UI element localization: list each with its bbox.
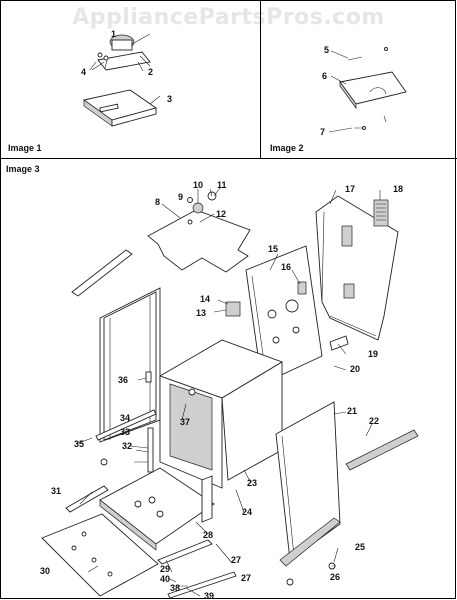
- callout-1: 1: [111, 29, 116, 39]
- bottom-rail-strip: [95, 409, 157, 441]
- callout-4: 4: [81, 67, 86, 77]
- callout-10: 10: [193, 180, 203, 190]
- callout-25: 25: [355, 542, 365, 552]
- callout-37: 37: [180, 417, 190, 427]
- image1-valve-assembly: [91, 33, 151, 71]
- top-rail-strip: [71, 249, 133, 297]
- callout-28: 28: [203, 530, 213, 540]
- leveling-foot: [286, 578, 294, 586]
- callout-27b: 27: [241, 573, 251, 583]
- left-side-panel: [99, 287, 161, 443]
- base-rail-left: [65, 485, 109, 513]
- callout-27a: 27: [231, 555, 241, 565]
- callout-26: 26: [330, 572, 340, 582]
- callout-35: 35: [74, 439, 84, 449]
- callout-17: 17: [345, 184, 355, 194]
- image2-label: Image 2: [270, 143, 304, 153]
- rear-cover-panel: [315, 195, 399, 341]
- image3-label: Image 3: [6, 164, 40, 174]
- base-plate: [41, 513, 159, 597]
- callout-19: 19: [368, 349, 378, 359]
- base-rail-front: [157, 539, 213, 565]
- leveling-rail: [279, 517, 341, 567]
- image1-leader-lines: [89, 59, 161, 105]
- right-side-panel: [275, 401, 341, 561]
- vent-grille: [373, 199, 389, 227]
- oven-bottom-pan: [99, 467, 215, 551]
- oven-front-frame: [158, 339, 284, 489]
- kick-plate-strip: [167, 571, 237, 599]
- callout-2: 2: [148, 67, 153, 77]
- rear-panel: [225, 245, 323, 385]
- panel-divider-horizontal: [0, 158, 457, 159]
- callout-24: 24: [242, 507, 252, 517]
- callout-5: 5: [324, 45, 329, 55]
- cooktop-support-panel: [147, 191, 251, 273]
- callout-18: 18: [393, 184, 403, 194]
- callout-40: 40: [160, 574, 170, 584]
- callout-13: 13: [196, 308, 206, 318]
- callout-23: 23: [247, 478, 257, 488]
- image2-cover-plate: [339, 47, 407, 130]
- callout-22: 22: [369, 416, 379, 426]
- callout-21: 21: [347, 406, 357, 416]
- side-rail-strip: [201, 475, 213, 523]
- callout-29: 29: [160, 564, 170, 574]
- image1-label: Image 1: [8, 143, 42, 153]
- callout-16: 16: [281, 262, 291, 272]
- callout-6: 6: [322, 71, 327, 81]
- callout-9: 9: [178, 192, 183, 202]
- callout-32: 32: [122, 441, 132, 451]
- callout-11: 11: [217, 180, 227, 190]
- panel-divider-vertical: [260, 0, 261, 158]
- side-trim-strip: [345, 429, 419, 471]
- callout-34: 34: [120, 413, 130, 423]
- callout-7: 7: [320, 127, 325, 137]
- image2-leader-lines: [328, 50, 353, 133]
- callout-36: 36: [118, 375, 128, 385]
- callout-8: 8: [155, 197, 160, 207]
- callout-3: 3: [167, 94, 172, 104]
- hinge-bracket: [329, 335, 349, 351]
- watermark: AppliancePartsPros.com: [72, 5, 385, 30]
- callout-14: 14: [200, 294, 210, 304]
- callout-30: 30: [40, 566, 50, 576]
- callout-33: 33: [120, 427, 130, 437]
- callout-31: 31: [51, 486, 61, 496]
- image1-bracket-plate: [82, 89, 158, 127]
- callout-20: 20: [350, 364, 360, 374]
- vertical-support: [147, 427, 154, 473]
- callout-39: 39: [204, 591, 214, 600]
- callout-38: 38: [170, 583, 180, 593]
- image3-leader-lines: [75, 187, 381, 597]
- floor-screw: [100, 458, 108, 466]
- callout-12: 12: [216, 209, 226, 219]
- callout-15: 15: [268, 244, 278, 254]
